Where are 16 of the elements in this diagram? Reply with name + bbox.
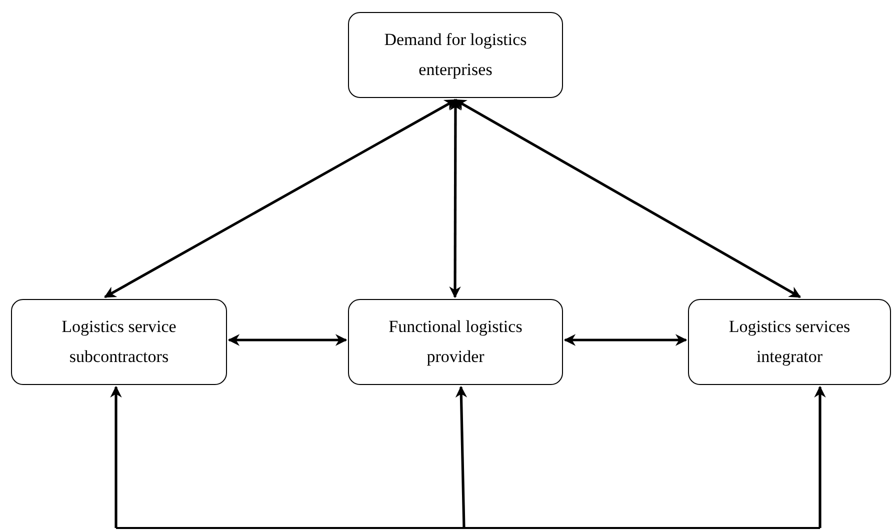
rounded-box <box>688 299 891 385</box>
rounded-box <box>348 12 563 98</box>
box-label: Functional logistics provider <box>388 316 524 368</box>
arrow <box>564 334 688 346</box>
box-label: Logistics service subcontractors <box>60 316 178 368</box>
arrow <box>228 334 348 346</box>
arrow <box>454 98 802 298</box>
rounded-box <box>11 299 227 385</box>
rounded-box <box>348 299 563 385</box>
arrow <box>110 386 122 528</box>
arrow <box>104 98 457 298</box>
arrow <box>455 386 468 528</box>
arrow <box>814 386 826 528</box>
box-label: Demand for logistics enterprises <box>383 29 528 81</box>
arrow <box>449 98 462 298</box>
box-label: Logistics services integrator <box>728 316 852 368</box>
